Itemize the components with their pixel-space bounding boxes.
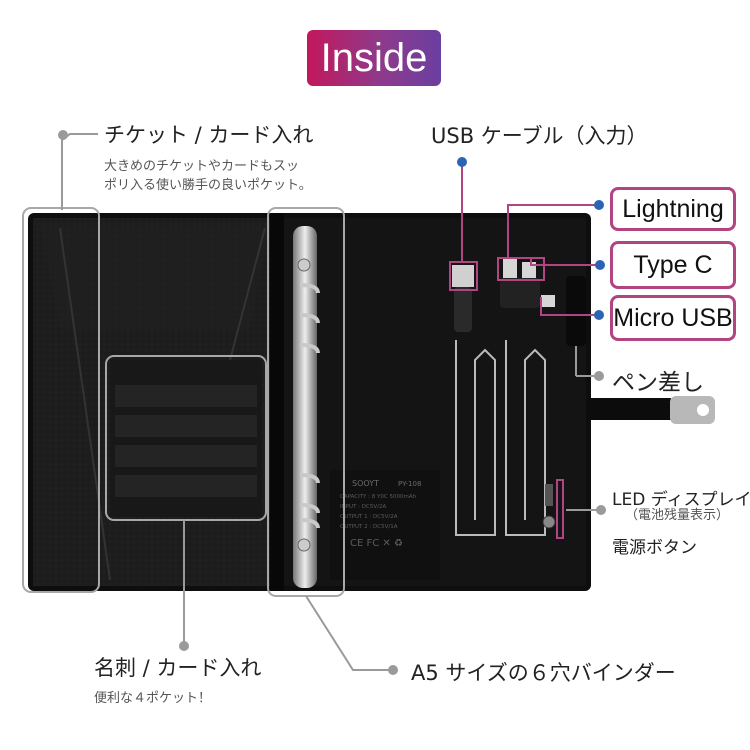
- typec-callout-dot: [595, 260, 605, 270]
- usb-callout-dot: [457, 157, 467, 167]
- led-display-sub: （電池残量表示）: [625, 508, 730, 523]
- pen-strap: [586, 396, 715, 424]
- led-display-label: LED ディスプレイ: [612, 490, 750, 510]
- device-model: PY-108: [398, 480, 421, 488]
- ticket-pocket-title: チケット / カード入れ: [104, 123, 314, 147]
- lightning-callout-dot: [594, 200, 604, 210]
- usb-plug: [452, 265, 474, 332]
- cable-tray: [455, 340, 546, 536]
- device-spec-4: OUTPUT 2 : DC5V/1A: [340, 524, 398, 530]
- pen-holder-label: ペン差し: [612, 370, 704, 396]
- binder-label: A5 サイズの６穴バインダー: [411, 661, 676, 685]
- six-hole-binder: [293, 226, 320, 588]
- ticket-pocket-desc-2: ポリ入る使い勝手の良いポケット。: [104, 178, 312, 193]
- ticket-callout-dot: [58, 130, 68, 140]
- pen-callout-dot: [594, 371, 604, 381]
- device-cert-marks: CE FC ✕ ♻: [350, 538, 403, 549]
- led-bracket: [556, 479, 564, 539]
- typec-pill: Type C: [610, 241, 736, 289]
- device-brand: SOOYT: [352, 479, 379, 488]
- power-button: [542, 515, 556, 529]
- power-button-label: 電源ボタン: [612, 538, 697, 558]
- microusb-callout-dot: [594, 310, 604, 320]
- usb-cable-label: USB ケーブル（入力）: [431, 124, 648, 148]
- microusb-pill: Micro USB: [610, 295, 736, 341]
- binder-callout-dot: [388, 665, 398, 675]
- multi-connector-outline: [497, 257, 545, 281]
- usb-plug-outline: [449, 261, 478, 291]
- card-pockets: [110, 360, 262, 517]
- card-pocket-title: 名刺 / カード入れ: [94, 656, 262, 680]
- led-callout-dot: [596, 505, 606, 515]
- inside-badge: Inside: [307, 30, 441, 86]
- device-spec-2: INPUT : DC5V/2A: [340, 504, 386, 510]
- pen-holder: [566, 276, 586, 346]
- led-display: [545, 484, 553, 506]
- device-spec-1: CAPACITY : 8 Y0C 5000mAh: [340, 494, 417, 500]
- card-pocket-desc: 便利な４ポケット！: [94, 691, 212, 706]
- card-pocket-outline: [105, 355, 267, 521]
- card-callout-dot: [179, 641, 189, 651]
- ticket-pocket-desc-1: 大きめのチケットやカードもスッ: [104, 159, 300, 174]
- device-spec-3: OUTPUT 1 : DC5V/2A: [340, 514, 398, 520]
- lightning-pill: Lightning: [610, 187, 736, 231]
